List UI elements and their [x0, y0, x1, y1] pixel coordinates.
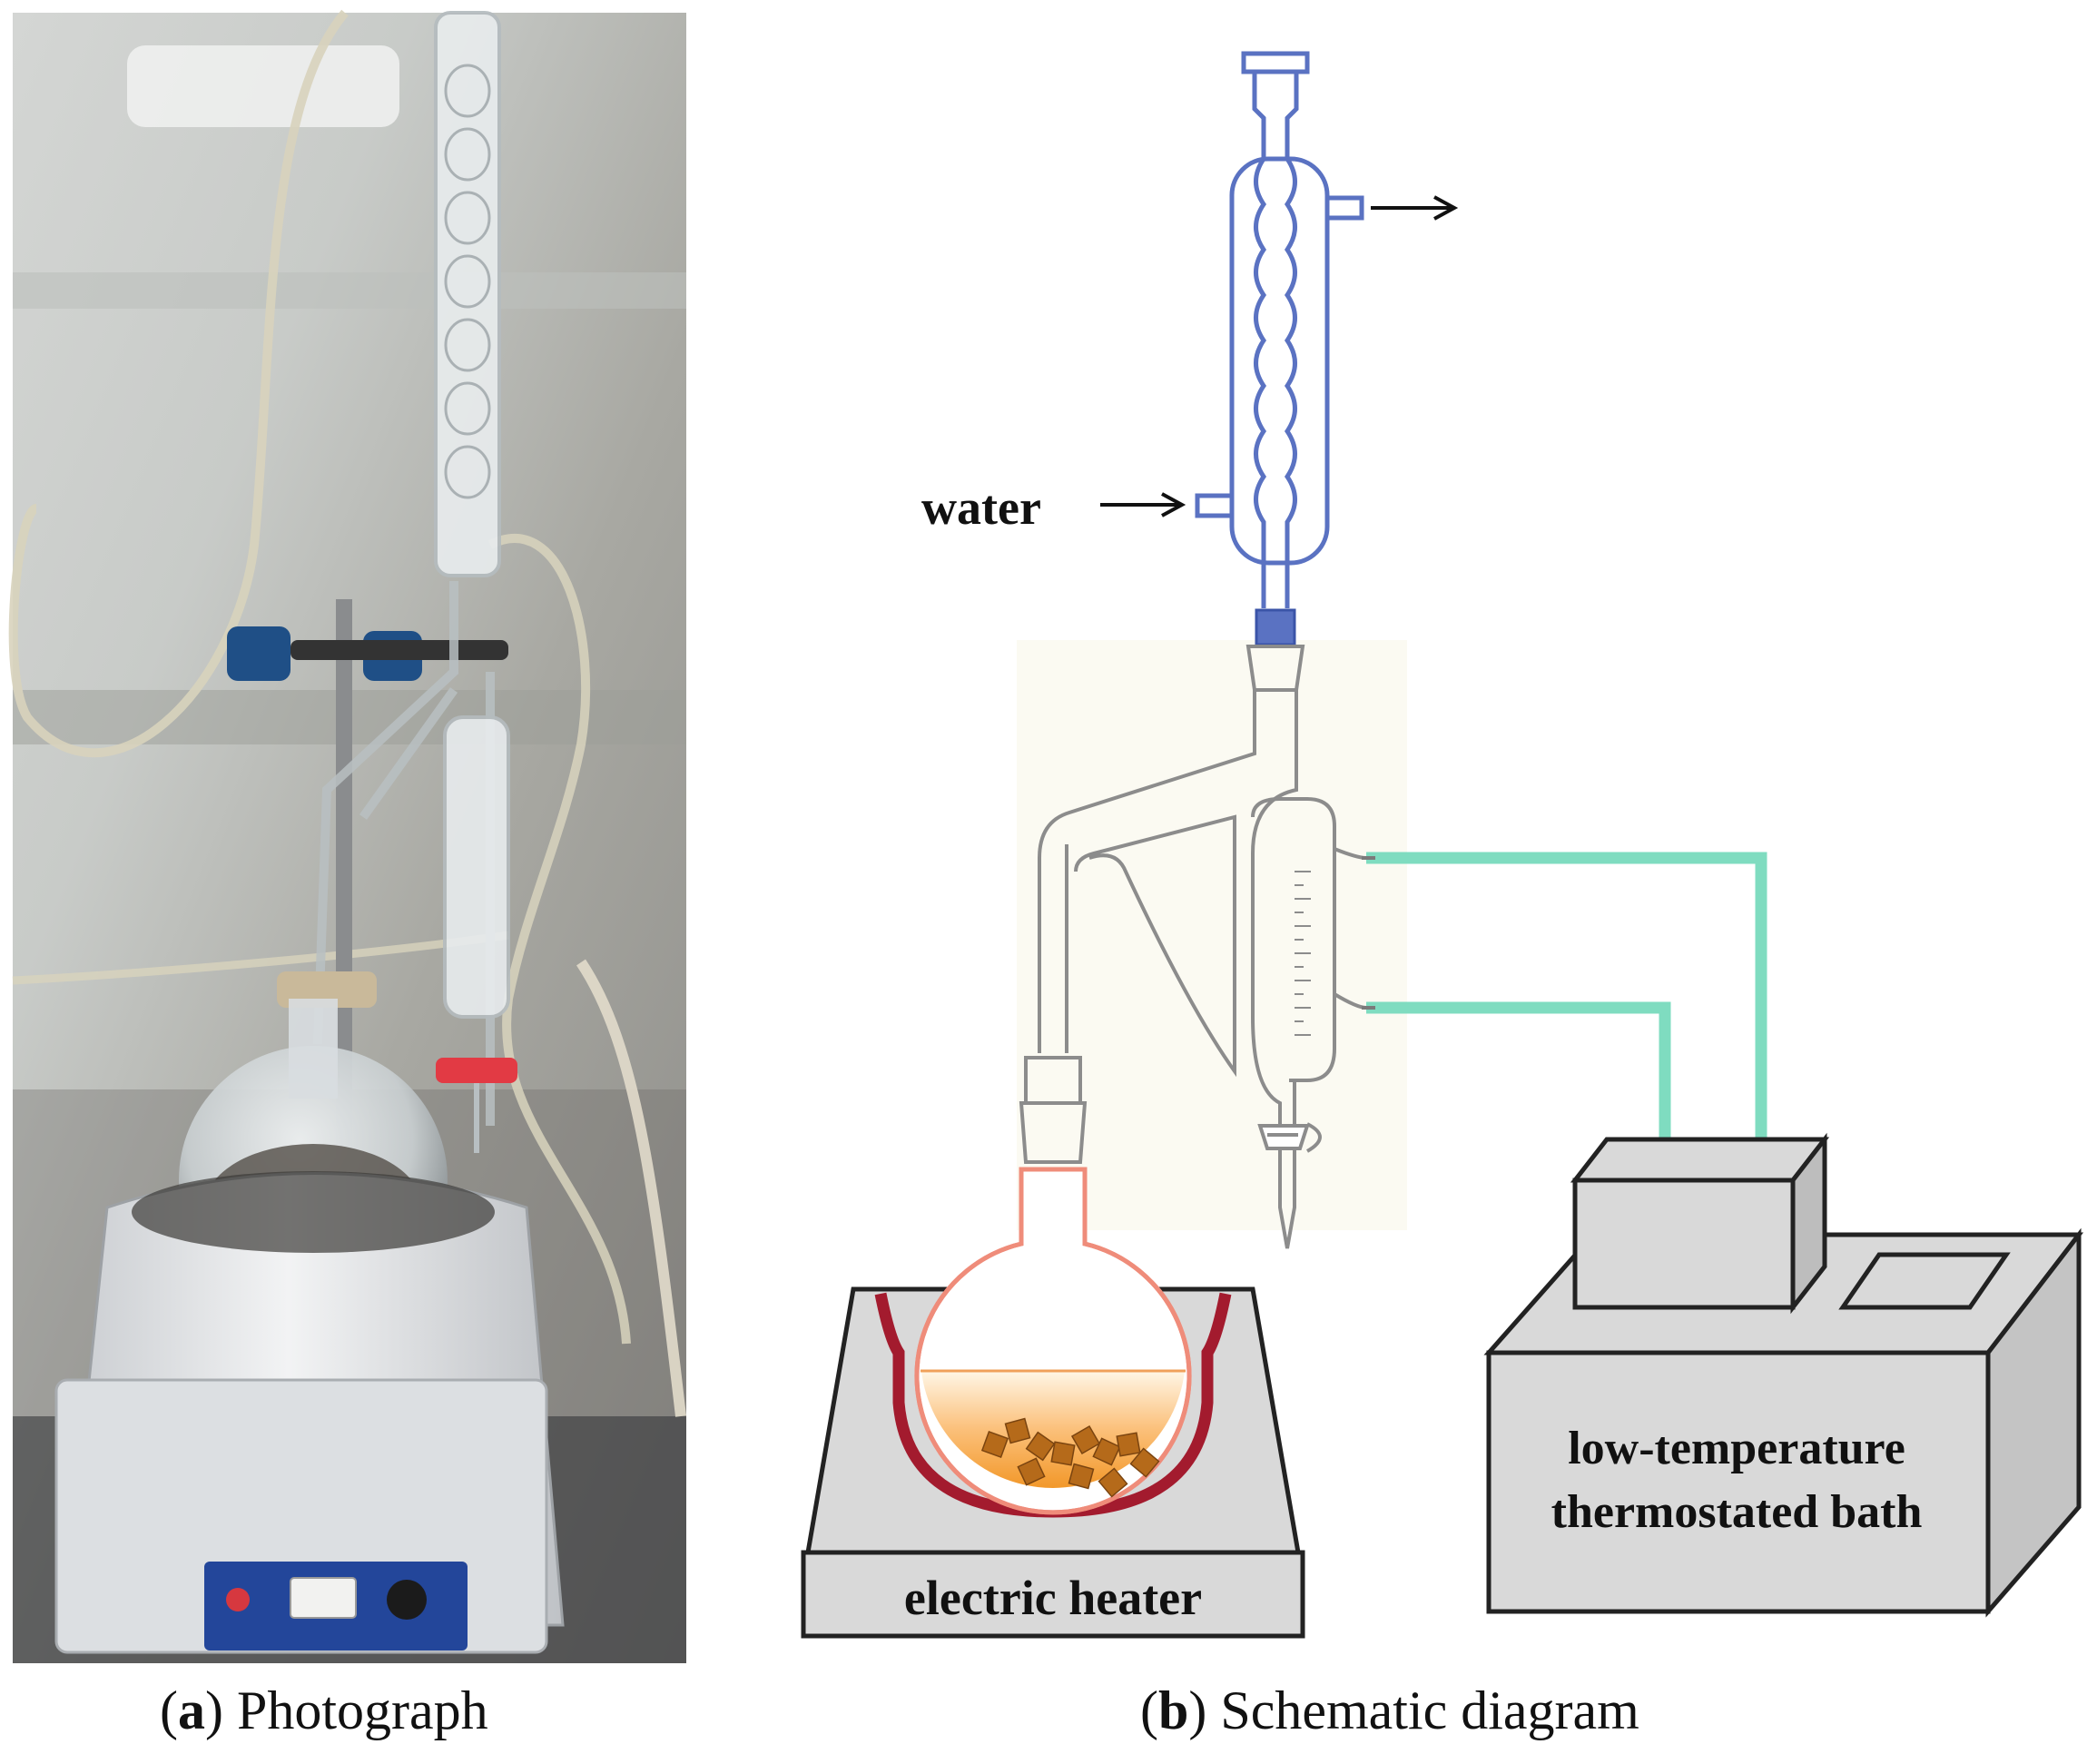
outlet-arrow	[1371, 195, 1459, 221]
trap-bottom-joint	[1019, 1056, 1088, 1164]
heater-label: electric heater	[904, 1571, 1202, 1625]
condenser-outlet-port	[1324, 195, 1364, 221]
photo-flask-neck	[289, 999, 338, 1099]
photo-stopcock	[436, 1058, 517, 1083]
photo-clamp-arm	[290, 640, 508, 660]
caption-letter-b: b	[1157, 1680, 1189, 1740]
inlet-arrow	[1100, 492, 1186, 517]
photo-control-knob	[387, 1580, 427, 1620]
condenser-lower-tube	[1261, 563, 1290, 608]
condenser-joint	[1255, 608, 1296, 646]
bath-display-slot	[1838, 1252, 2011, 1310]
graduation-ticks	[1295, 871, 1311, 1036]
caption-text-b: Schematic diagram	[1220, 1680, 1639, 1740]
sample-particles	[980, 1417, 1160, 1498]
caption-text-a: Photograph	[236, 1680, 488, 1740]
photo-tubing	[8, 9, 349, 758]
reflux-condenser-icon	[1195, 51, 1364, 608]
condenser-jacket	[1229, 156, 1330, 566]
condenser-top-neck	[1252, 72, 1299, 130]
trap-background	[1017, 640, 1407, 1230]
hose-ends	[1362, 856, 1375, 1010]
hose-upper	[1366, 852, 1767, 1139]
photo-mantle-opening	[132, 1171, 495, 1253]
flask-outline	[914, 1169, 1192, 1515]
photo-condenser	[434, 11, 501, 577]
trap-receiver	[1251, 797, 1336, 1082]
stopcock-icon	[1257, 1122, 1322, 1153]
flask-liquid	[921, 1371, 1185, 1488]
coolant-hoses	[1366, 852, 1767, 1139]
bath-label-line2: thermostated bath	[1551, 1486, 1923, 1538]
water-label: water	[921, 480, 1041, 535]
pump-front-face	[1572, 1178, 1796, 1310]
photo-tubing	[576, 959, 686, 1417]
photo-tubing	[487, 534, 631, 1345]
photo-trap-body	[443, 715, 510, 1019]
photograph-caption: (a) Photograph	[160, 1680, 488, 1740]
photograph-panel	[8, 9, 686, 1663]
condenser-bulbs-right	[1284, 157, 1297, 563]
heater-base	[801, 1550, 1305, 1639]
photo-blue-clamp	[227, 626, 290, 681]
round-bottom-flask-icon	[914, 1167, 1192, 1515]
trap-sidearm	[1074, 814, 1236, 1078]
schematic-caption: (b) Schematic diagram	[1140, 1680, 1639, 1740]
blurred-ceiling-light	[127, 45, 399, 127]
photo-meter	[290, 1577, 357, 1619]
caption-letter-a: a	[177, 1680, 205, 1740]
bath-front-face	[1486, 1350, 1991, 1614]
dean-stark-trap	[1019, 645, 1367, 1249]
blurred-shelf	[13, 272, 686, 309]
condenser-cap	[1241, 51, 1310, 74]
schematic-panel: water	[801, 51, 2084, 1639]
condenser-inner-tube	[1261, 130, 1290, 159]
photo-power-switch	[226, 1588, 250, 1611]
trap-drain-tube	[1278, 1080, 1296, 1249]
hose-lower	[1366, 1001, 1671, 1139]
condenser-inlet-port	[1195, 493, 1235, 518]
photo-condenser-bulbs	[444, 64, 491, 499]
pump-top-face	[1570, 1137, 1830, 1183]
condenser-bulbs-left	[1254, 157, 1267, 563]
bath-label-line1: low-temperature	[1568, 1423, 1905, 1474]
thermostated-bath	[1483, 1132, 2084, 1618]
